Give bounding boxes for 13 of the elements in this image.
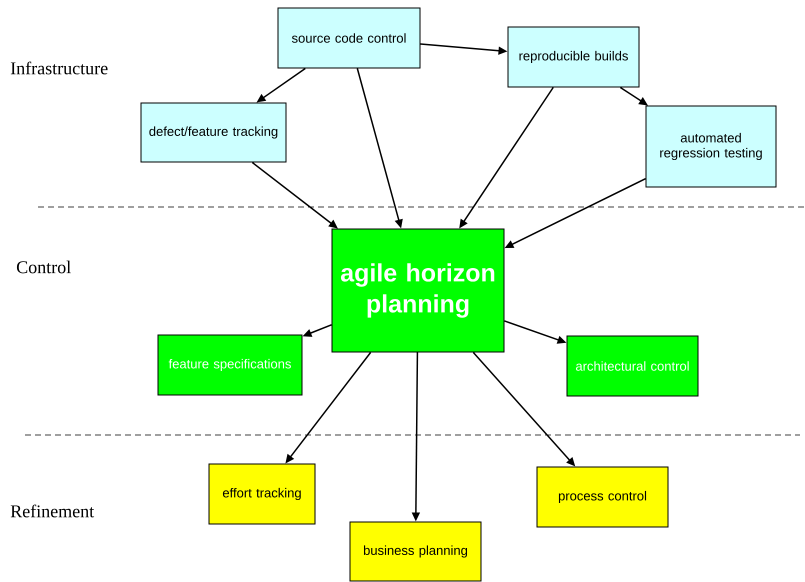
process-box: feature specifications [158,334,302,396]
process-box: reproducible builds [508,26,640,88]
section-label: Control [16,260,71,274]
process-box: source code control [278,8,420,68]
process-box: architectural control [566,336,698,396]
process-box: defect/feature tracking [140,102,286,162]
process-box: business planning [350,522,482,582]
section-label: Refinement [10,504,94,518]
section-label: Infrastructure [10,62,108,74]
process-box: automated regression testing [646,106,776,188]
central-box: agile horizon planning [332,228,504,352]
process-box: effort tracking [208,464,316,524]
process-box: process control [536,466,668,528]
